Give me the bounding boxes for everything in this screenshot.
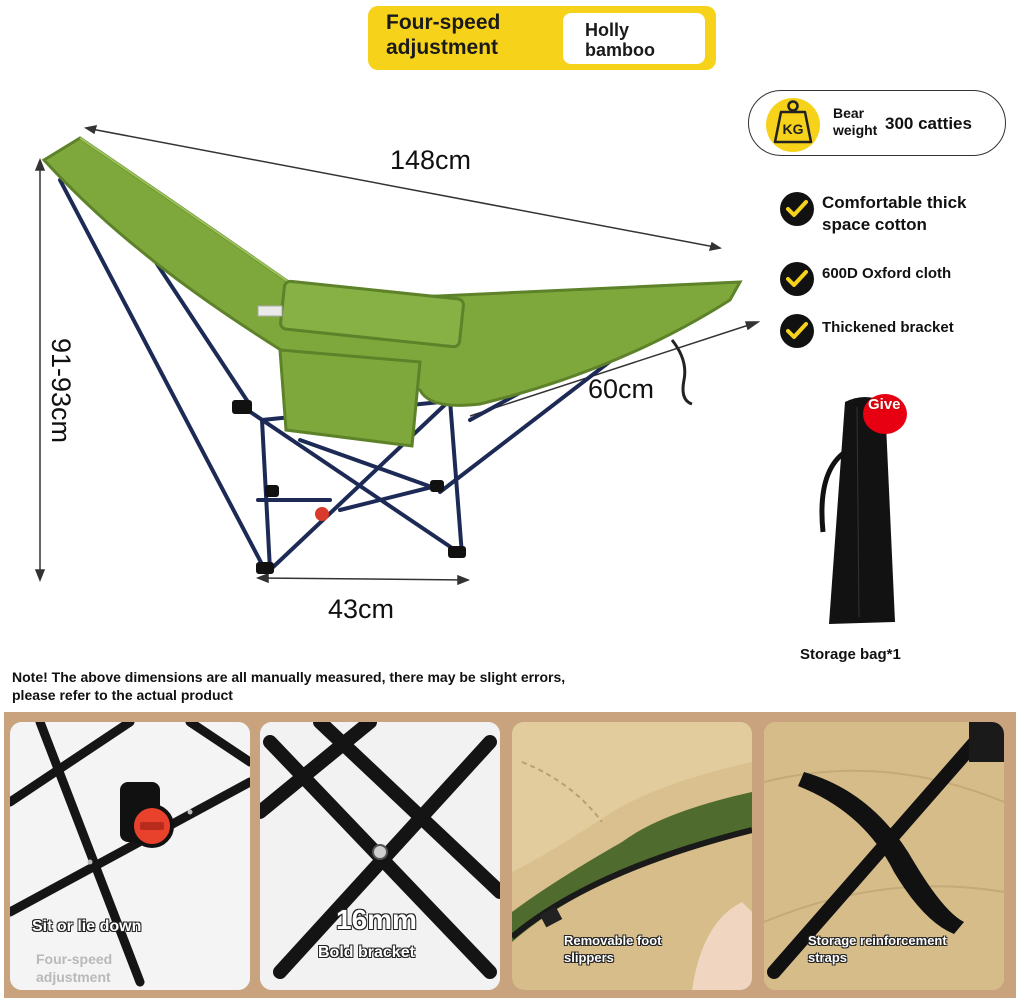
kg-icon-text: KG	[783, 121, 804, 137]
detail-panel-adjustment: Sit or lie down Four-speed adjustment	[10, 722, 250, 990]
detail-panel-slippers: Removable foot slippers	[512, 722, 752, 990]
top-banner: Four-speed adjustment Holly bamboo	[368, 6, 716, 70]
feature-text-line2: space cotton	[822, 215, 927, 234]
width-dimension-label: 43cm	[328, 594, 395, 624]
detail-panel-straps: Storage reinforcement straps	[764, 722, 1004, 990]
weight-badge: KG Bear weight 300 catties	[748, 90, 1006, 156]
kg-weight-icon: KG	[766, 98, 820, 152]
storage-bag-illustration	[819, 394, 907, 624]
weight-label-line1: Bear	[833, 105, 865, 121]
panel-subcaption-line2: adjustment	[36, 969, 111, 985]
panel-caption-line1: Storage reinforcement	[808, 933, 947, 948]
foot-slippers-photo	[512, 722, 752, 990]
panel-subcaption: Bold bracket	[318, 944, 415, 961]
length-dimension-label: 148cm	[390, 145, 472, 175]
banner-material-line1: Holly	[585, 20, 630, 40]
detail-strip: Sit or lie down Four-speed adjustment 16…	[4, 712, 1016, 998]
panel-caption: Removable foot slippers	[564, 932, 662, 966]
panel-caption: Sit or lie down	[32, 918, 142, 935]
feature-text: 600D Oxford cloth	[822, 265, 952, 282]
adjustment-hinge-photo	[10, 722, 250, 990]
weight-value: 300 catties	[885, 114, 972, 133]
panel-caption: 16mm	[336, 904, 417, 935]
feature-text: Comfortable thick space cotton	[822, 192, 967, 236]
bracket-cross-photo	[260, 722, 500, 990]
feature-item: 600D Oxford cloth	[780, 262, 951, 296]
feature-item: Thickened bracket	[780, 314, 954, 348]
check-icon	[780, 314, 814, 348]
panel-caption-line2: straps	[808, 950, 848, 965]
feature-item: Comfortable thick space cotton	[780, 192, 967, 236]
measurement-note: Note! The above dimensions are all manua…	[12, 669, 566, 703]
panel-caption: Storage reinforcement straps	[808, 932, 947, 966]
check-icon	[780, 192, 814, 226]
panel-subcaption-line1: Four-speed	[36, 951, 113, 967]
give-badge-label: Give	[868, 396, 901, 413]
banner-material-line2: bamboo	[585, 40, 655, 60]
height-dimension-label: 91-93cm	[46, 338, 76, 444]
banner-material-box: Holly bamboo	[563, 13, 705, 64]
feature-text: Thickened bracket	[822, 319, 954, 336]
detail-panel-bracket: 16mm Bold bracket	[260, 722, 500, 990]
adjust-knob-icon	[315, 507, 329, 521]
chair-illustration	[34, 125, 760, 586]
panel-subcaption: Four-speed adjustment	[36, 950, 112, 986]
storage-bag-label: Storage bag*1	[800, 646, 901, 663]
depth-dimension-label: 60cm	[588, 374, 655, 404]
storage-straps-photo	[764, 722, 1004, 990]
weight-label-line2: weight	[833, 122, 878, 138]
chair-fabric	[41, 136, 743, 448]
feature-text-line1: Comfortable thick	[822, 193, 967, 212]
banner-adjustment-text: Four-speed adjustment	[386, 11, 501, 59]
check-icon	[780, 262, 814, 296]
weight-label: Bear weight	[833, 105, 877, 139]
panel-caption-line2: slippers	[564, 950, 614, 965]
width-dimension-line	[257, 577, 469, 581]
gift-badge-icon	[863, 394, 907, 434]
length-dimension-line	[85, 127, 721, 249]
panel-caption-line1: Removable foot	[564, 933, 662, 948]
depth-dimension-line	[469, 321, 759, 417]
